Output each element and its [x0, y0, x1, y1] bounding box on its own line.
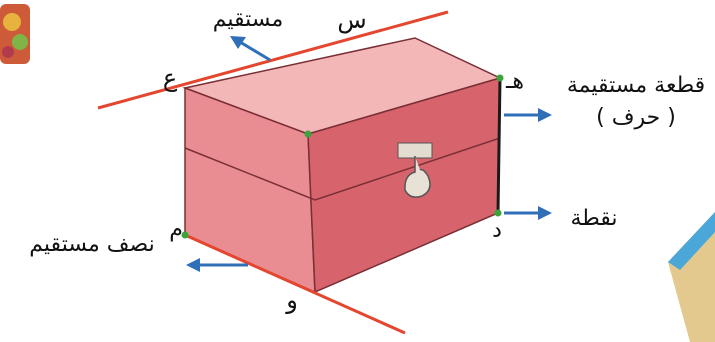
- label-ray: نصف مستقيم: [29, 232, 154, 257]
- label-segment-edge: ( حرف ): [596, 105, 676, 130]
- arrow-line: [230, 36, 270, 60]
- vertex-front-top: [305, 131, 312, 138]
- point-label-ain: ع: [163, 64, 178, 92]
- box-vertical-edge: [498, 78, 500, 213]
- point-label-waw: و: [285, 286, 298, 314]
- point-label-mim: م: [169, 217, 183, 242]
- point-label-ha: هـ: [505, 69, 524, 94]
- point-label-dal: د: [492, 218, 502, 243]
- right-thumbnail-image: [668, 212, 715, 342]
- label-segment: قطعة مستقيمة: [567, 73, 705, 98]
- vertex-ha: [497, 75, 504, 82]
- label-point: نقطة: [570, 206, 617, 231]
- arrow-segment: [504, 108, 552, 122]
- label-line: مستقيم: [213, 7, 283, 32]
- arrow-point: [504, 206, 552, 220]
- point-label-s: س: [337, 6, 366, 34]
- vertex-dal: [495, 210, 502, 217]
- left-thumbnail-image: [0, 4, 30, 64]
